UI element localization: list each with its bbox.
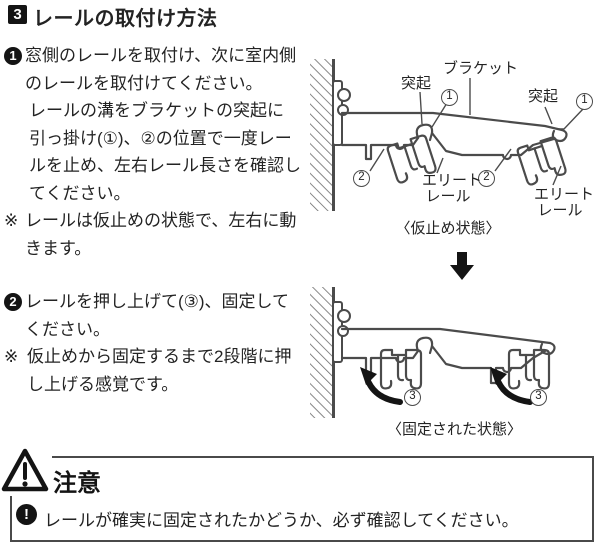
diagram-temporary-state: [300, 45, 600, 245]
label-protrusion-right: 突起: [528, 88, 559, 105]
step1-line: 引っ掛け(①)、②の位置で一度レー: [29, 128, 292, 148]
callout-3-left: 3: [404, 389, 421, 406]
step1-line: てください。: [29, 183, 131, 203]
callout-2-right: 2: [478, 170, 495, 187]
caption-temporary-state: 〈仮止め状態〉: [395, 220, 501, 237]
label-elite-rail-right: エリート レール: [534, 186, 595, 219]
step2-line-text: レールを押し上げて(③)、固定して: [25, 292, 290, 311]
label-bracket: ブラケット: [443, 60, 519, 77]
step2-note-line: ※ 仮止めから固定するまで2段階に押: [4, 343, 304, 371]
step1-note-line: きます。: [25, 238, 92, 258]
label-elite-rail-right-line2: レール: [537, 202, 583, 219]
step2-line: ください。: [25, 319, 110, 339]
label-elite-rail-right-line1: エリート: [534, 186, 595, 203]
step1-line-text: 窓側のレールを取付け、次に室内側: [25, 46, 297, 65]
warning-heading: 注意: [53, 470, 101, 497]
elite-rail-right: [515, 135, 568, 187]
step1-note-text: レールは仮止めの状態で、左右に動: [25, 211, 297, 230]
diagram-fixed-state: [300, 285, 600, 440]
note-asterisk: ※: [4, 347, 19, 366]
wall-hatch: [310, 59, 335, 211]
label-elite-rail-left-line1: エリート: [422, 172, 483, 189]
step1-line: のレールを取付けてください。: [25, 73, 263, 93]
callout-2-left: 2: [353, 170, 370, 187]
wall-hatch: [310, 287, 335, 418]
label-elite-rail-left-line2: レール: [425, 188, 471, 205]
step1-note-line: ※ レールは仮止めの状態で、左右に動: [4, 207, 304, 235]
warning-triangle-icon: [0, 446, 52, 496]
step2-note-line: し上げる感覚です。: [27, 374, 179, 394]
down-arrow-icon: [450, 252, 474, 280]
push-up-arrow-right: [490, 367, 533, 405]
elite-rail-right: [507, 348, 551, 390]
diagram-fixed-state-drawing: [310, 287, 556, 418]
callout-1-left: 1: [441, 89, 458, 106]
step1-marker: 1: [4, 46, 22, 65]
step1-line: レールの溝をブラケットの突起に: [29, 101, 284, 120]
label-protrusion-left: 突起: [401, 75, 432, 92]
callout-3-right: 3: [530, 389, 547, 406]
note-asterisk: ※: [4, 211, 19, 230]
caption-fixed-state: 〈固定された状態〉: [386, 421, 522, 438]
step2-note-text: 仮止めから固定するまで2段階に押: [27, 347, 292, 366]
section-number-badge: 3: [8, 5, 27, 24]
leader-lines: [369, 78, 584, 186]
wall-mount-plate: [332, 301, 351, 363]
step2-marker: 2: [4, 292, 22, 311]
callout-1-right: 1: [576, 93, 593, 110]
diagram-temporary-state-drawing: [310, 59, 584, 211]
warning-box: [10, 456, 594, 542]
label-elite-rail-left: エリート レール: [422, 172, 483, 205]
push-up-arrow-left: [360, 367, 403, 405]
bracket-arm: [340, 111, 568, 161]
warning-text: レールが確実に固定されたかどうか、必ず確認してください。: [44, 511, 519, 530]
page-title: レールの取付け方法: [33, 8, 218, 30]
step1-line: ルを止め、左右レール長さを確認し: [29, 156, 301, 175]
exclamation-circle-icon: !: [16, 504, 37, 525]
